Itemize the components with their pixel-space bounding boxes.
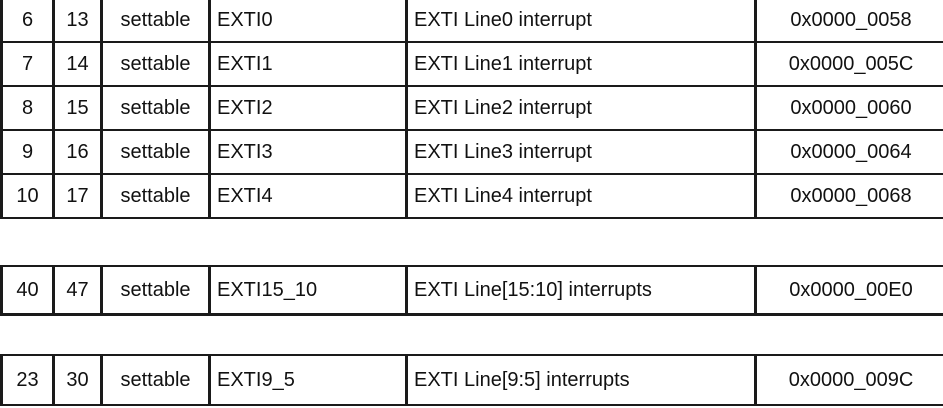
address-cell: 0x0000_00E0	[754, 265, 943, 316]
address-cell: 0x0000_009C	[754, 354, 943, 406]
priority-cell: 13	[52, 0, 103, 43]
position-cell: 40	[0, 265, 55, 316]
type-cell: settable	[100, 129, 211, 175]
description-cell: EXTI Line[9:5] interrupts	[405, 354, 757, 406]
position-cell: 8	[0, 85, 55, 131]
acronym-cell: EXTI15_10	[208, 265, 408, 316]
priority-cell: 16	[52, 129, 103, 175]
description-cell: EXTI Line0 interrupt	[405, 0, 757, 43]
address-cell: 0x0000_0068	[754, 173, 943, 219]
type-cell: settable	[100, 0, 211, 43]
priority-cell: 15	[52, 85, 103, 131]
type-cell: settable	[100, 265, 211, 316]
type-cell: settable	[100, 354, 211, 406]
type-cell: settable	[100, 41, 211, 87]
priority-cell: 17	[52, 173, 103, 219]
position-cell: 9	[0, 129, 55, 175]
acronym-cell: EXTI9_5	[208, 354, 408, 406]
position-cell: 10	[0, 173, 55, 219]
priority-cell: 47	[52, 265, 103, 316]
type-cell: settable	[100, 173, 211, 219]
position-cell: 23	[0, 354, 55, 406]
position-cell: 6	[0, 0, 55, 43]
position-cell: 7	[0, 41, 55, 87]
acronym-cell: EXTI2	[208, 85, 408, 131]
type-cell: settable	[100, 85, 211, 131]
description-cell: EXTI Line4 interrupt	[405, 173, 757, 219]
description-cell: EXTI Line2 interrupt	[405, 85, 757, 131]
acronym-cell: EXTI3	[208, 129, 408, 175]
address-cell: 0x0000_0058	[754, 0, 943, 43]
acronym-cell: EXTI4	[208, 173, 408, 219]
description-cell: EXTI Line3 interrupt	[405, 129, 757, 175]
description-cell: EXTI Line1 interrupt	[405, 41, 757, 87]
address-cell: 0x0000_0064	[754, 129, 943, 175]
description-cell: EXTI Line[15:10] interrupts	[405, 265, 757, 316]
acronym-cell: EXTI1	[208, 41, 408, 87]
address-cell: 0x0000_005C	[754, 41, 943, 87]
acronym-cell: EXTI0	[208, 0, 408, 43]
priority-cell: 30	[52, 354, 103, 406]
priority-cell: 14	[52, 41, 103, 87]
address-cell: 0x0000_0060	[754, 85, 943, 131]
